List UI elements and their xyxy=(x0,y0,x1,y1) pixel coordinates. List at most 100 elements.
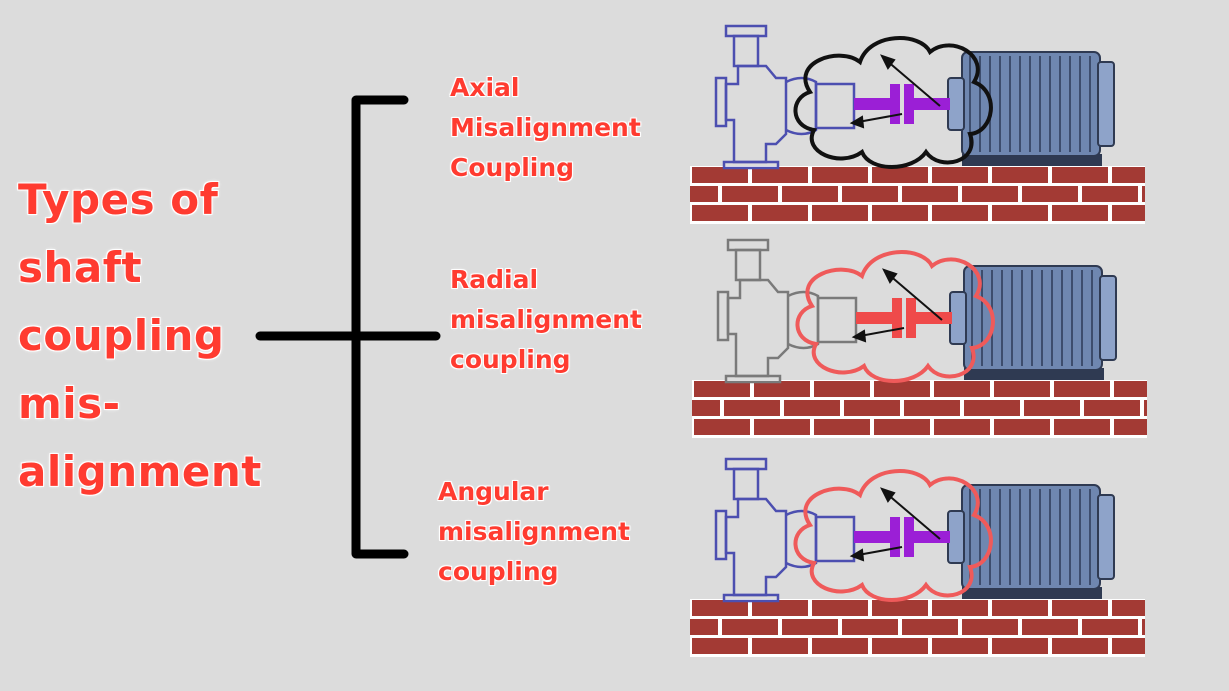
pump-casing xyxy=(726,278,790,378)
pump xyxy=(714,457,856,603)
brick xyxy=(1084,400,1140,416)
brick xyxy=(1082,186,1138,202)
pump-shaft xyxy=(854,531,894,543)
arrow-head xyxy=(849,548,865,562)
pump xyxy=(716,238,858,384)
brick xyxy=(1054,419,1110,435)
brick xyxy=(812,205,868,221)
brick xyxy=(1142,186,1145,202)
arrow-line xyxy=(887,273,943,321)
brick xyxy=(690,619,718,635)
brick xyxy=(1054,381,1110,397)
pump-foot xyxy=(722,160,780,170)
pump-casing xyxy=(724,497,788,597)
label-angular-misalignment: Angular misalignment coupling xyxy=(438,472,630,592)
motor-flange xyxy=(949,291,967,345)
brick xyxy=(1052,167,1108,183)
brick xyxy=(1112,600,1145,616)
brick xyxy=(692,205,748,221)
brick xyxy=(1022,186,1078,202)
brick xyxy=(872,600,928,616)
brick xyxy=(874,381,930,397)
pump-outlet-pipe xyxy=(732,34,760,68)
brick xyxy=(992,205,1048,221)
bracket-spine xyxy=(351,95,409,559)
title-line: Types of xyxy=(18,175,219,224)
pump-outlet-pipe xyxy=(732,467,760,501)
label-line: Misalignment xyxy=(450,113,641,142)
brick xyxy=(1052,638,1108,654)
motor-end-cap xyxy=(1099,275,1117,361)
motor-shaft xyxy=(914,98,950,110)
brick xyxy=(1022,619,1078,635)
brick xyxy=(690,186,718,202)
brick xyxy=(842,619,898,635)
motor-end-cap xyxy=(1097,61,1115,147)
brick xyxy=(694,381,750,397)
brick xyxy=(994,381,1050,397)
brick xyxy=(1112,205,1145,221)
brick xyxy=(812,638,868,654)
pump-shaft xyxy=(856,312,896,324)
brick xyxy=(934,381,990,397)
brick xyxy=(692,400,720,416)
brick xyxy=(932,205,988,221)
brick xyxy=(784,400,840,416)
label-line: Radial xyxy=(450,265,539,294)
pump-shaft xyxy=(854,98,894,110)
pump-inlet-flange xyxy=(714,509,728,561)
brick xyxy=(1112,638,1145,654)
label-line: coupling xyxy=(450,345,571,374)
label-line: Angular xyxy=(438,477,549,506)
brick xyxy=(932,167,988,183)
motor-end-cap xyxy=(1097,494,1115,580)
bearing-housing xyxy=(814,82,856,130)
brick xyxy=(1112,167,1145,183)
pump-foot xyxy=(722,593,780,603)
illustration-1 xyxy=(692,238,1147,438)
highlight-cloud xyxy=(793,469,993,602)
pump-foot xyxy=(724,374,782,384)
brick xyxy=(1114,419,1147,435)
brick xyxy=(754,381,810,397)
brick xyxy=(812,600,868,616)
title-line: alignment xyxy=(18,447,262,496)
arrow-line xyxy=(857,546,903,556)
illustration-0 xyxy=(690,24,1145,224)
brick xyxy=(814,381,870,397)
brick xyxy=(874,419,930,435)
brick xyxy=(1142,619,1145,635)
arrow-line xyxy=(859,327,905,337)
brick xyxy=(844,400,900,416)
brick xyxy=(692,638,748,654)
label-line: Axial xyxy=(450,73,520,102)
title-line: mis- xyxy=(18,379,121,428)
brick xyxy=(902,619,958,635)
pump-outlet-flange xyxy=(724,457,768,471)
label-line: misalignment xyxy=(450,305,642,334)
arrow-head xyxy=(880,54,896,70)
pump-outlet-pipe xyxy=(734,248,762,282)
brick xyxy=(782,619,838,635)
brick xyxy=(932,600,988,616)
brick xyxy=(752,167,808,183)
brick xyxy=(1082,619,1138,635)
brick xyxy=(932,638,988,654)
highlight-cloud xyxy=(793,36,993,169)
bearing-housing xyxy=(814,515,856,563)
brick xyxy=(1052,600,1108,616)
brick xyxy=(962,186,1018,202)
brick xyxy=(992,167,1048,183)
label-line: misalignment xyxy=(438,517,630,546)
pump-outlet-flange xyxy=(726,238,770,252)
arrow-line xyxy=(857,113,903,123)
brick xyxy=(992,638,1048,654)
coupling-hub-left xyxy=(892,298,902,338)
brick xyxy=(1024,400,1080,416)
coupling-hub-left xyxy=(890,84,900,124)
brick xyxy=(722,619,778,635)
label-axial-misalignment: Axial Misalignment Coupling xyxy=(450,68,641,188)
brick xyxy=(872,638,928,654)
